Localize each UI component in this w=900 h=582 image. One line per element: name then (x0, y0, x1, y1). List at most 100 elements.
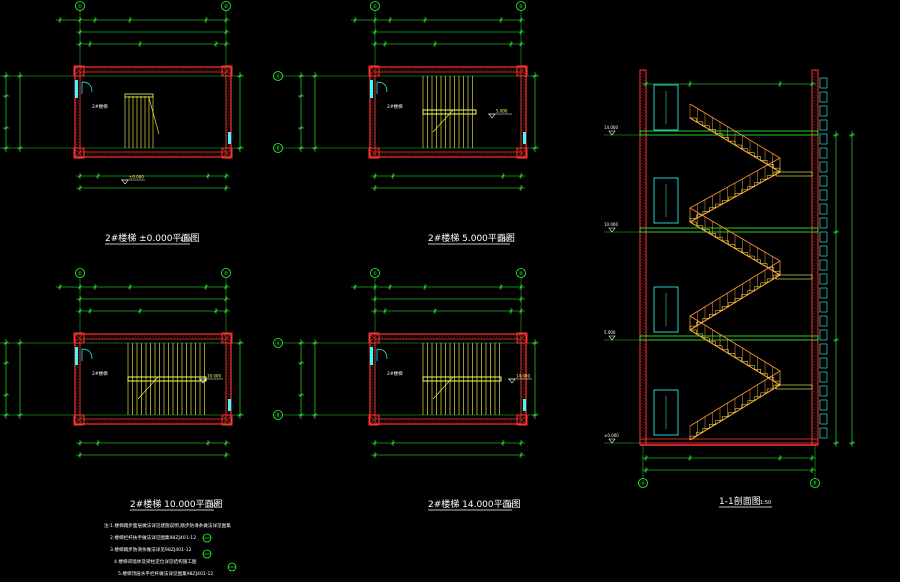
wall-hatch (395, 67, 399, 72)
wall-hatch (187, 419, 191, 424)
wall-hatch (130, 152, 134, 157)
axis-bubble-icon (273, 338, 283, 348)
wall-hatch (383, 152, 387, 157)
wall-hatch (521, 101, 526, 105)
wall-hatch (640, 210, 646, 214)
dimension-tick (373, 453, 377, 457)
dimension-tick (509, 42, 513, 46)
wall-hatch (91, 334, 95, 339)
stair-handrail (422, 376, 502, 382)
wall-hatch (812, 414, 818, 418)
wall-hatch (370, 371, 375, 375)
wall-hatch (812, 429, 818, 433)
wall-hatch (479, 419, 483, 424)
wall-hatch (154, 152, 158, 157)
wall-hatch (640, 120, 646, 124)
wall-hatch (521, 362, 526, 366)
wall-hatch (812, 426, 818, 430)
window (75, 347, 78, 365)
wall-hatch (169, 334, 173, 339)
dimension-tick (78, 186, 82, 190)
wall-hatch (482, 419, 486, 424)
wall-inner (79, 71, 227, 153)
wall-hatch (226, 386, 231, 390)
wall-hatch (640, 384, 646, 388)
wall-hatch (640, 342, 646, 346)
axis-bubble-icon (810, 478, 820, 488)
wall-hatch (127, 67, 131, 72)
dimension-tick (519, 441, 523, 445)
wall-hatch (163, 334, 167, 339)
wall-hatch (226, 380, 231, 384)
wall-hatch (370, 365, 375, 369)
dimension-tick (644, 82, 648, 86)
dimension-tick (850, 133, 854, 137)
wall-hatch (640, 348, 646, 352)
window (819, 245, 828, 257)
wall-hatch (370, 101, 375, 105)
wall-hatch (100, 334, 104, 339)
window (819, 231, 828, 243)
wall-hatch (812, 195, 818, 199)
wall-hatch (503, 67, 507, 72)
wall-hatch (370, 140, 375, 144)
wall-hatch (166, 152, 170, 157)
wall-hatch (506, 67, 510, 72)
wall-hatch (211, 419, 215, 424)
wall-hatch (640, 165, 646, 169)
wall-hatch (812, 354, 818, 358)
column-hatch (73, 414, 85, 426)
wall-hatch (440, 334, 444, 339)
wall-hatch (413, 334, 417, 339)
wall-hatch (97, 67, 101, 72)
wall-hatch (640, 168, 646, 172)
column-hatch (368, 414, 380, 426)
dimension-tick (138, 42, 142, 46)
dimension-tick (238, 74, 242, 78)
wall-hatch (812, 159, 818, 163)
wall-hatch (812, 336, 818, 340)
wall-hatch (133, 152, 137, 157)
wall-hatch (640, 96, 646, 100)
elevation-marker-icon (508, 378, 516, 384)
wall-hatch (392, 419, 396, 424)
column (516, 414, 528, 426)
plan-scale-14000: 1:50 (502, 503, 513, 509)
wall-hatch (187, 67, 191, 72)
wall-hatch (370, 398, 375, 402)
wall-hatch (812, 381, 818, 385)
wall-hatch (640, 285, 646, 289)
wall-hatch (812, 150, 818, 154)
wall-hatch (640, 315, 646, 319)
wall-hatch (640, 126, 646, 130)
wall-hatch (503, 152, 507, 157)
dimension-tick (206, 174, 210, 178)
wall-hatch (85, 67, 89, 72)
wall-hatch (226, 107, 231, 111)
wall-hatch (103, 334, 107, 339)
dimension-tick (18, 74, 22, 78)
dimension-tick (533, 341, 537, 345)
wall-hatch (208, 152, 212, 157)
wall-hatch (75, 98, 80, 102)
dimension-tick (519, 30, 523, 34)
wall-hatch (383, 334, 387, 339)
wall-hatch (75, 380, 80, 384)
wall-hatch (640, 189, 646, 193)
plan-title-10000: 2#楼梯 10.000平面图 (130, 498, 223, 510)
wall-hatch (455, 152, 459, 157)
wall-hatch (91, 67, 95, 72)
axis-bubble-icon (516, 268, 526, 278)
wall-hatch (370, 104, 375, 108)
wall-hatch (112, 419, 116, 424)
wall-hatch (181, 334, 185, 339)
dimension-tick (519, 285, 523, 289)
stair-room-label: 2#楼梯 (92, 103, 108, 110)
wall-hatch (640, 252, 646, 256)
wall-hatch (422, 152, 426, 157)
dimension-tick (18, 413, 22, 417)
dimension-tick (313, 146, 317, 150)
plan-scale-000: 1:50 (180, 237, 191, 243)
wall-hatch (226, 389, 231, 393)
wall-hatch (437, 67, 441, 72)
